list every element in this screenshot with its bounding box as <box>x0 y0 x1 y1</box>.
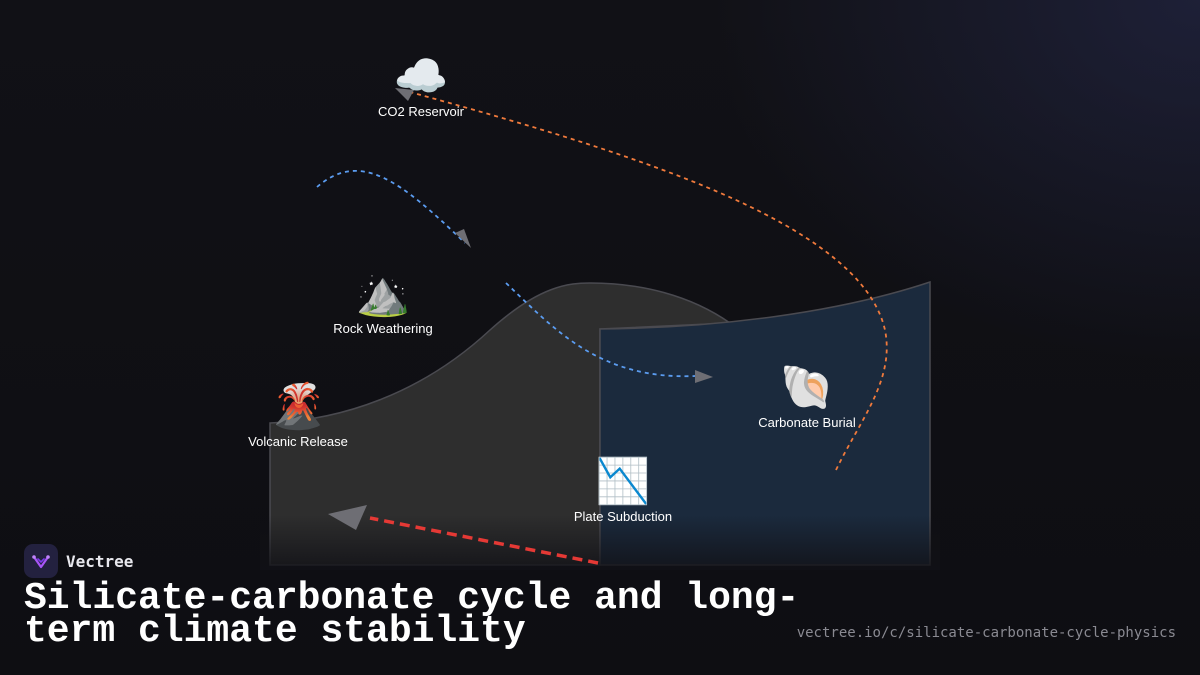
volcanic-release-label: Volcanic Release <box>248 434 348 449</box>
co2-reservoir-node: ☁️ CO2 Reservoir <box>378 51 464 120</box>
plate-subduction-label: Plate Subduction <box>573 509 673 524</box>
rock-weathering-label: Rock Weathering <box>333 321 433 336</box>
carbonate-burial-node: 🐚 Carbonate Burial <box>758 362 856 431</box>
mountain-icon: ⛰️ <box>355 268 411 319</box>
cloud-icon: ☁️ <box>393 51 449 102</box>
volcano-icon: 🌋 <box>270 381 326 432</box>
chart-decreasing-icon: 📉 <box>595 456 651 507</box>
carbon-arrowhead <box>395 88 414 101</box>
carbon-flow-arrow <box>409 91 888 471</box>
runoff-arrowhead <box>695 370 713 383</box>
source-url[interactable]: vectree.io/c/silicate-carbonate-cycle-ph… <box>796 625 1176 641</box>
page-title: Silicate-carbonate cycle and long-term c… <box>24 577 800 653</box>
subduction-arrowhead <box>328 505 367 530</box>
land-mass <box>269 282 733 566</box>
brand-name: Vectree <box>66 551 134 571</box>
carbonate-burial-label: Carbonate Burial <box>758 415 856 430</box>
ocean-basin <box>599 280 931 566</box>
weathering-arrowhead <box>455 229 471 248</box>
subduction-flow-arrow <box>369 516 599 565</box>
shell-icon: 🐚 <box>779 362 835 413</box>
plate-subduction-node: 📉 Plate Subduction <box>573 456 673 525</box>
runoff-flow-arrow <box>505 282 696 378</box>
weathering-flow-arrow <box>316 170 466 244</box>
rock-weathering-node: ⛰️ Rock Weathering <box>333 268 433 337</box>
bottom-fade <box>260 515 940 570</box>
vectree-logo-icon <box>24 544 58 578</box>
brand[interactable]: Vectree <box>24 544 133 578</box>
co2-reservoir-label: CO2 Reservoir <box>378 104 464 119</box>
volcanic-release-node: 🌋 Volcanic Release <box>248 381 348 450</box>
